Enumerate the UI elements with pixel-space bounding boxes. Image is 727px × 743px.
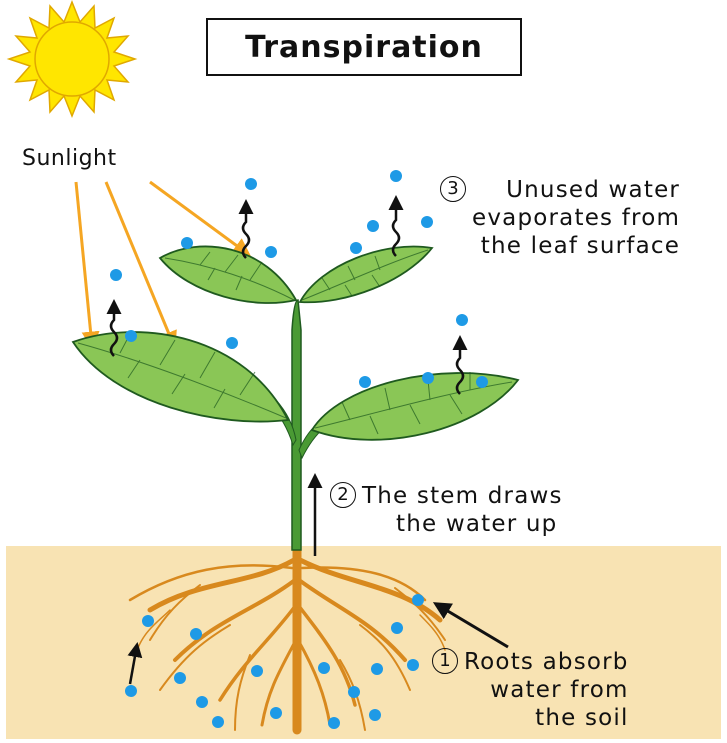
water-uptake-arrow	[127, 642, 143, 685]
soil	[6, 546, 721, 739]
roots	[128, 543, 446, 735]
step-line: the soil	[535, 705, 629, 731]
step-line: evaporates from	[472, 205, 681, 231]
leaf-mid-left	[71, 331, 290, 423]
step-line: The stem draws	[362, 483, 563, 509]
step-line: Unused water	[506, 177, 681, 203]
step-2-label: 2 The stem draws the water up	[330, 482, 563, 538]
stem	[291, 299, 302, 551]
water-droplets	[110, 170, 488, 729]
step-number-badge: 1	[432, 648, 458, 674]
roots-absorb-arrow	[432, 602, 509, 649]
step-line: the leaf surface	[480, 233, 681, 259]
sunlight-label: Sunlight	[22, 146, 117, 171]
step-line: the water up	[396, 511, 558, 537]
step-line: water from	[490, 677, 629, 703]
evaporation-arrows	[106, 195, 468, 395]
diagram-title: Transpiration	[245, 29, 483, 65]
step-1-label: 1 Roots absorb water from the soil	[432, 648, 629, 732]
step-3-label: 3 Unused water evaporates from the leaf …	[440, 176, 680, 260]
sun-icon	[6, 0, 138, 119]
step-number-badge: 3	[440, 176, 466, 202]
leaf-mid-right	[310, 372, 520, 441]
leaf-veins	[77, 249, 513, 435]
step-line: Roots absorb	[464, 649, 629, 675]
leaves	[71, 245, 520, 441]
title-box: Transpiration	[206, 18, 522, 76]
leaf-top-left	[158, 245, 298, 304]
leaf-top-right	[298, 245, 434, 304]
sunlight-arrows	[74, 180, 251, 350]
step-number-badge: 2	[330, 482, 356, 508]
